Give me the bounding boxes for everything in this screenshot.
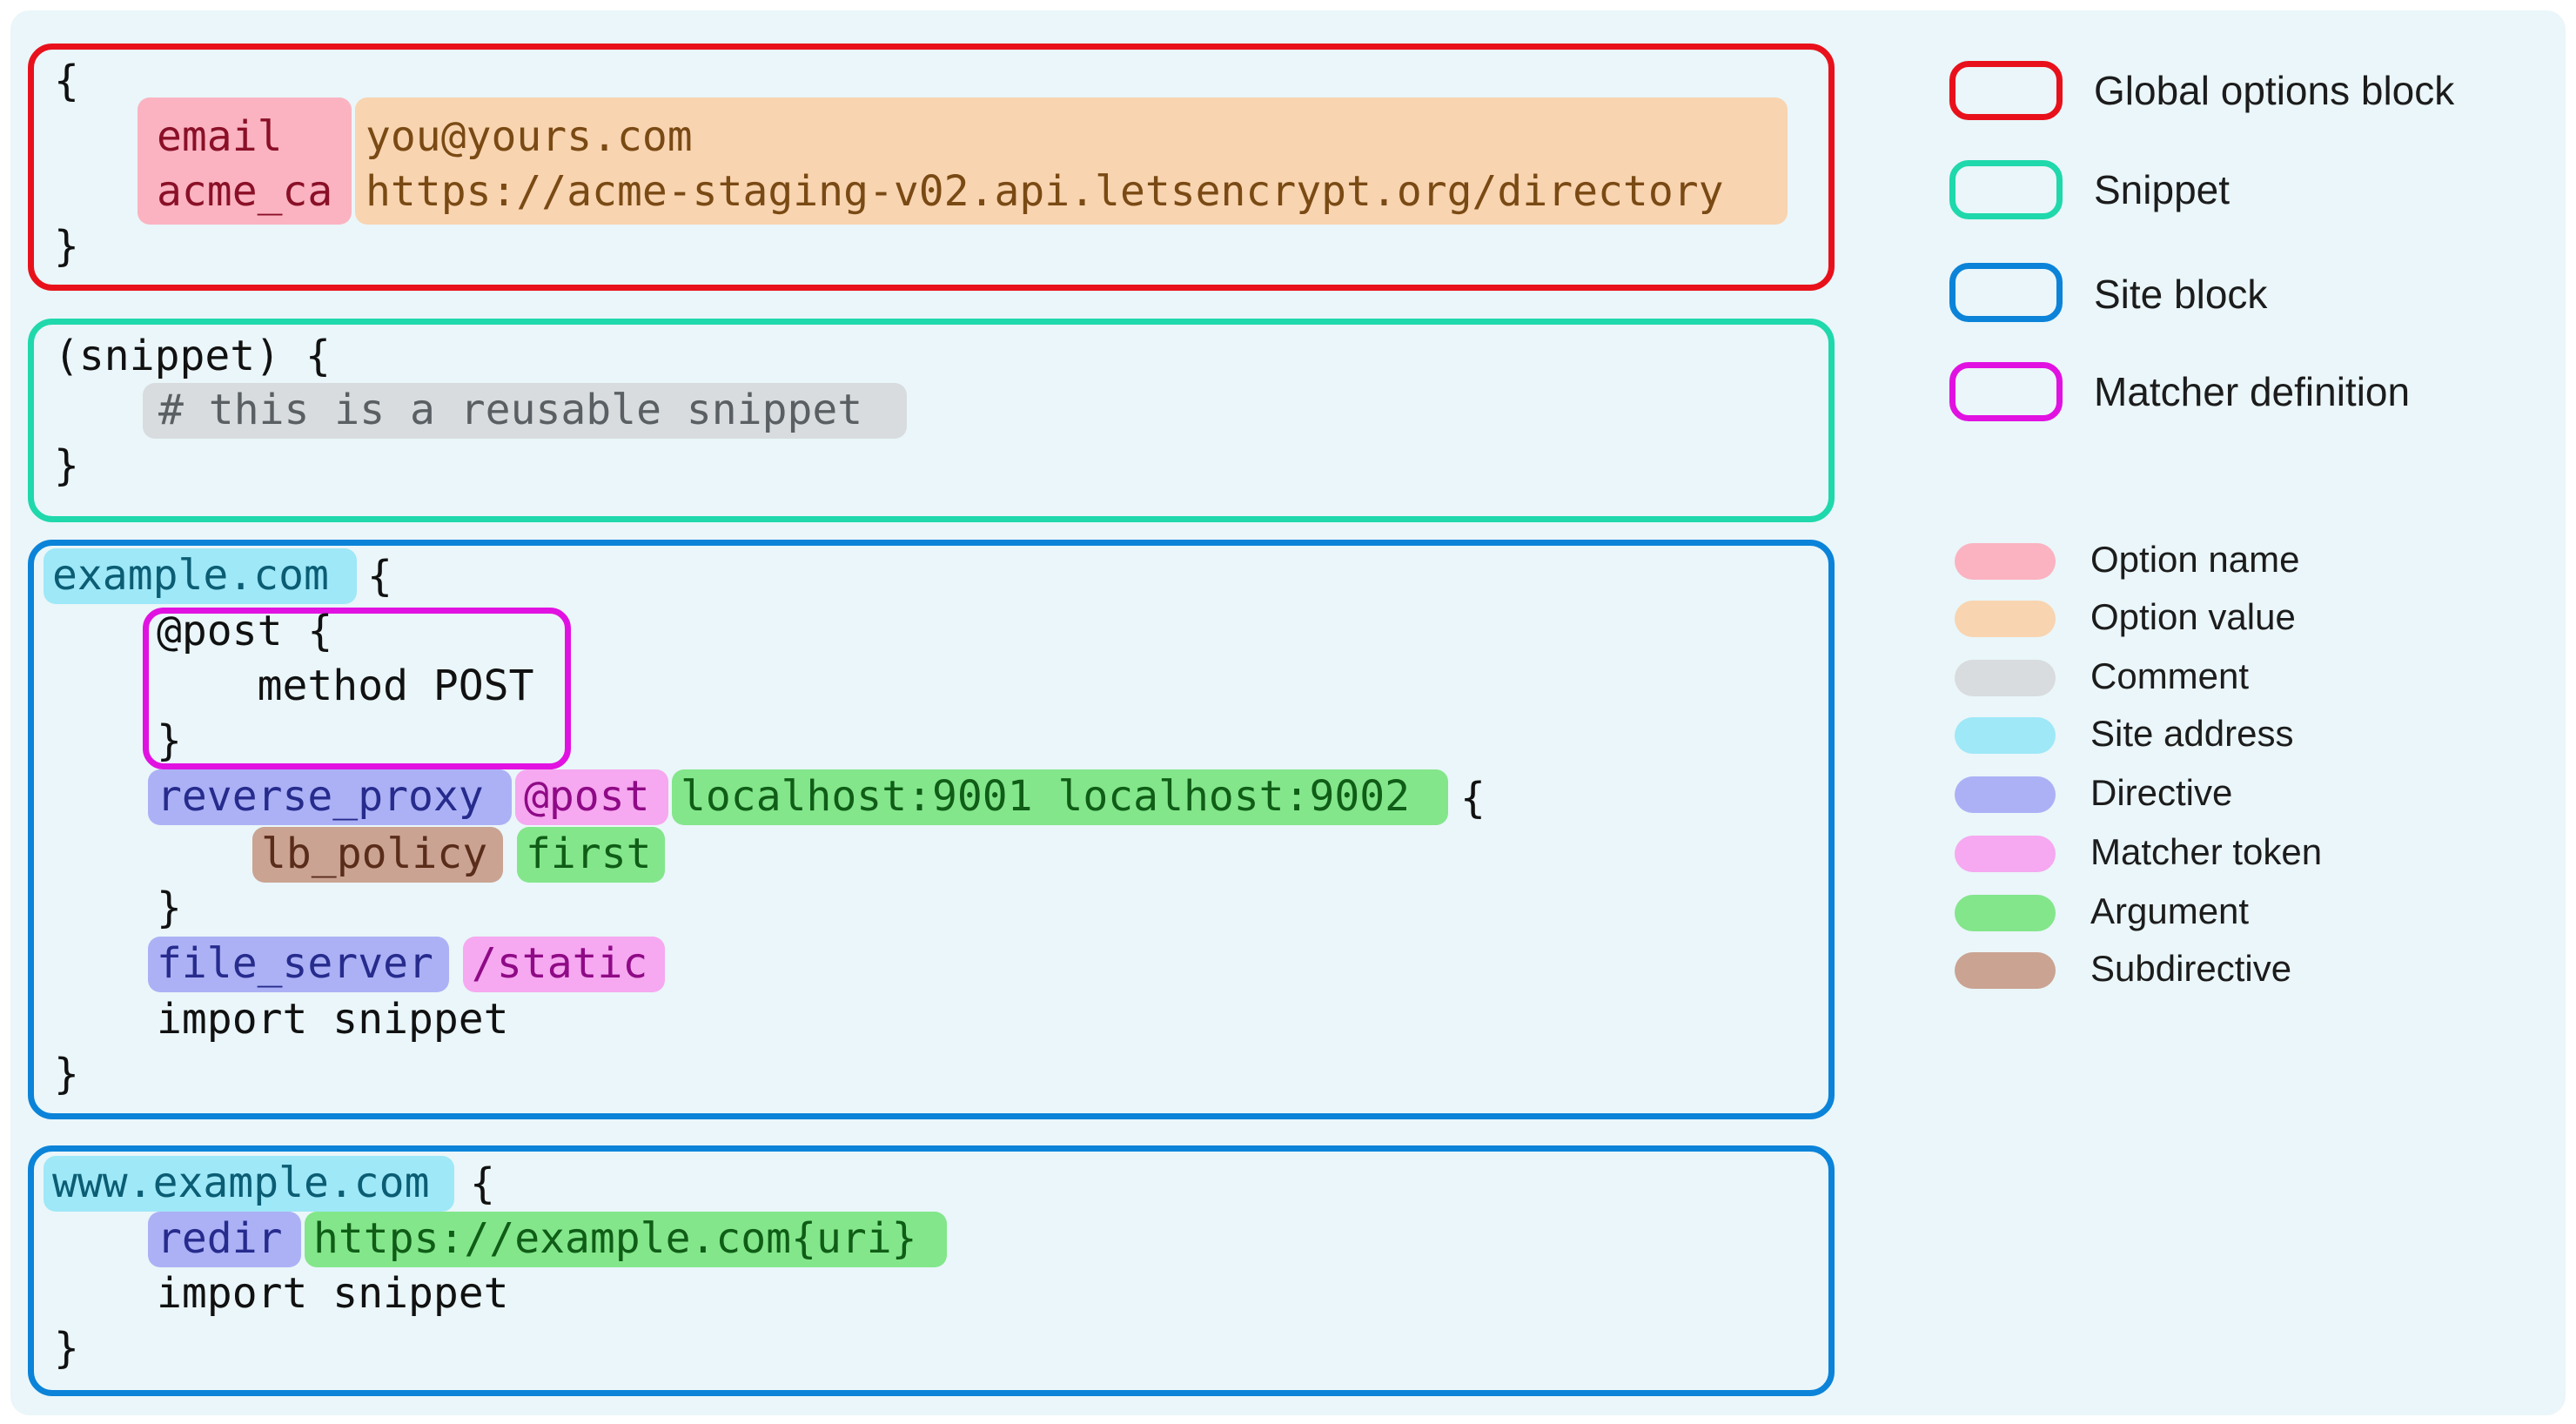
site2-import-snippet: import snippet xyxy=(157,1269,509,1318)
argument-upstreams: localhost:9001 localhost:9002 xyxy=(672,769,1448,825)
matcher-def-line-1: @post { xyxy=(157,607,333,655)
legend-label-option-value: Option value xyxy=(2090,596,2296,637)
site-block-example-com xyxy=(28,540,1835,1119)
global-options-block xyxy=(28,44,1835,291)
site-address-example-com: example.com xyxy=(44,548,357,604)
reverse-proxy-close-brace: } xyxy=(157,883,182,932)
site1-close-brace: } xyxy=(54,1050,79,1098)
subdirective-lb-policy: lb_policy xyxy=(252,827,503,883)
site-address-www-example-com: www.example.com xyxy=(44,1156,454,1212)
argument-first: first xyxy=(517,827,665,883)
site-block-www-example-com xyxy=(28,1145,1835,1396)
directive-reverse-proxy: reverse_proxy xyxy=(148,769,512,825)
legend-label-site-block: Site block xyxy=(2094,272,2268,317)
legend-label-directive: Directive xyxy=(2090,772,2233,813)
matcher-token-static: /static xyxy=(463,937,665,992)
reverse-proxy-open-brace: { xyxy=(1460,774,1486,823)
legend-swatch-site-address xyxy=(1955,717,2056,754)
option-name-email-text: email xyxy=(157,112,283,161)
legend-label-snippet: Snippet xyxy=(2094,167,2231,212)
legend-swatch-argument xyxy=(1955,895,2056,931)
legend-swatch-matcher-definition xyxy=(1949,362,2063,421)
site2-close-brace: } xyxy=(54,1324,79,1373)
directive-file-server: file_server xyxy=(148,937,449,992)
legend-label-matcher-token: Matcher token xyxy=(2090,831,2323,872)
directive-redir: redir xyxy=(148,1212,301,1267)
legend-label-site-address: Site address xyxy=(2090,713,2294,754)
snippet-comment: # this is a reusable snippet xyxy=(143,383,907,439)
global-close-brace: } xyxy=(54,222,79,271)
site2-open-brace: { xyxy=(470,1159,495,1208)
matcher-def-line-2: method POST xyxy=(157,662,534,710)
legend-swatch-site-block xyxy=(1949,263,2063,322)
legend-swatch-directive xyxy=(1955,776,2056,813)
legend-swatch-comment xyxy=(1955,660,2056,696)
global-open-brace: { xyxy=(54,57,79,105)
legend-label-option-name: Option name xyxy=(2090,539,2300,580)
argument-redir-target: https://example.com{uri} xyxy=(305,1212,947,1267)
option-value-email: you@yours.com xyxy=(366,112,693,161)
option-value-acme-ca: https://acme-staging-v02.api.letsencrypt… xyxy=(366,167,1724,216)
site1-import-snippet: import snippet xyxy=(157,995,509,1044)
matcher-definition-post xyxy=(143,608,571,769)
legend-swatch-subdirective xyxy=(1955,952,2056,989)
legend-swatch-option-value xyxy=(1955,601,2056,637)
snippet-header: (snippet) { xyxy=(54,332,331,380)
legend-swatch-matcher-token xyxy=(1955,836,2056,872)
legend-label-global-options: Global options block xyxy=(2094,68,2455,113)
legend-swatch-global-options xyxy=(1949,61,2063,120)
legend-swatch-option-name xyxy=(1955,543,2056,580)
legend-label-subdirective: Subdirective xyxy=(2090,948,2292,989)
snippet-block xyxy=(28,319,1835,522)
option-value-box xyxy=(355,97,1788,225)
snippet-close-brace: } xyxy=(54,441,79,490)
legend-swatch-snippet xyxy=(1949,160,2063,219)
matcher-def-line-3: } xyxy=(157,716,182,765)
legend-label-comment: Comment xyxy=(2090,655,2250,696)
site1-open-brace: { xyxy=(367,552,392,601)
option-name-acme-ca-text: acme_ca xyxy=(157,167,333,216)
matcher-token-post: @post xyxy=(515,769,668,825)
option-name-email xyxy=(138,97,352,225)
legend-label-matcher-definition: Matcher definition xyxy=(2094,369,2411,414)
legend-label-argument: Argument xyxy=(2090,890,2250,931)
